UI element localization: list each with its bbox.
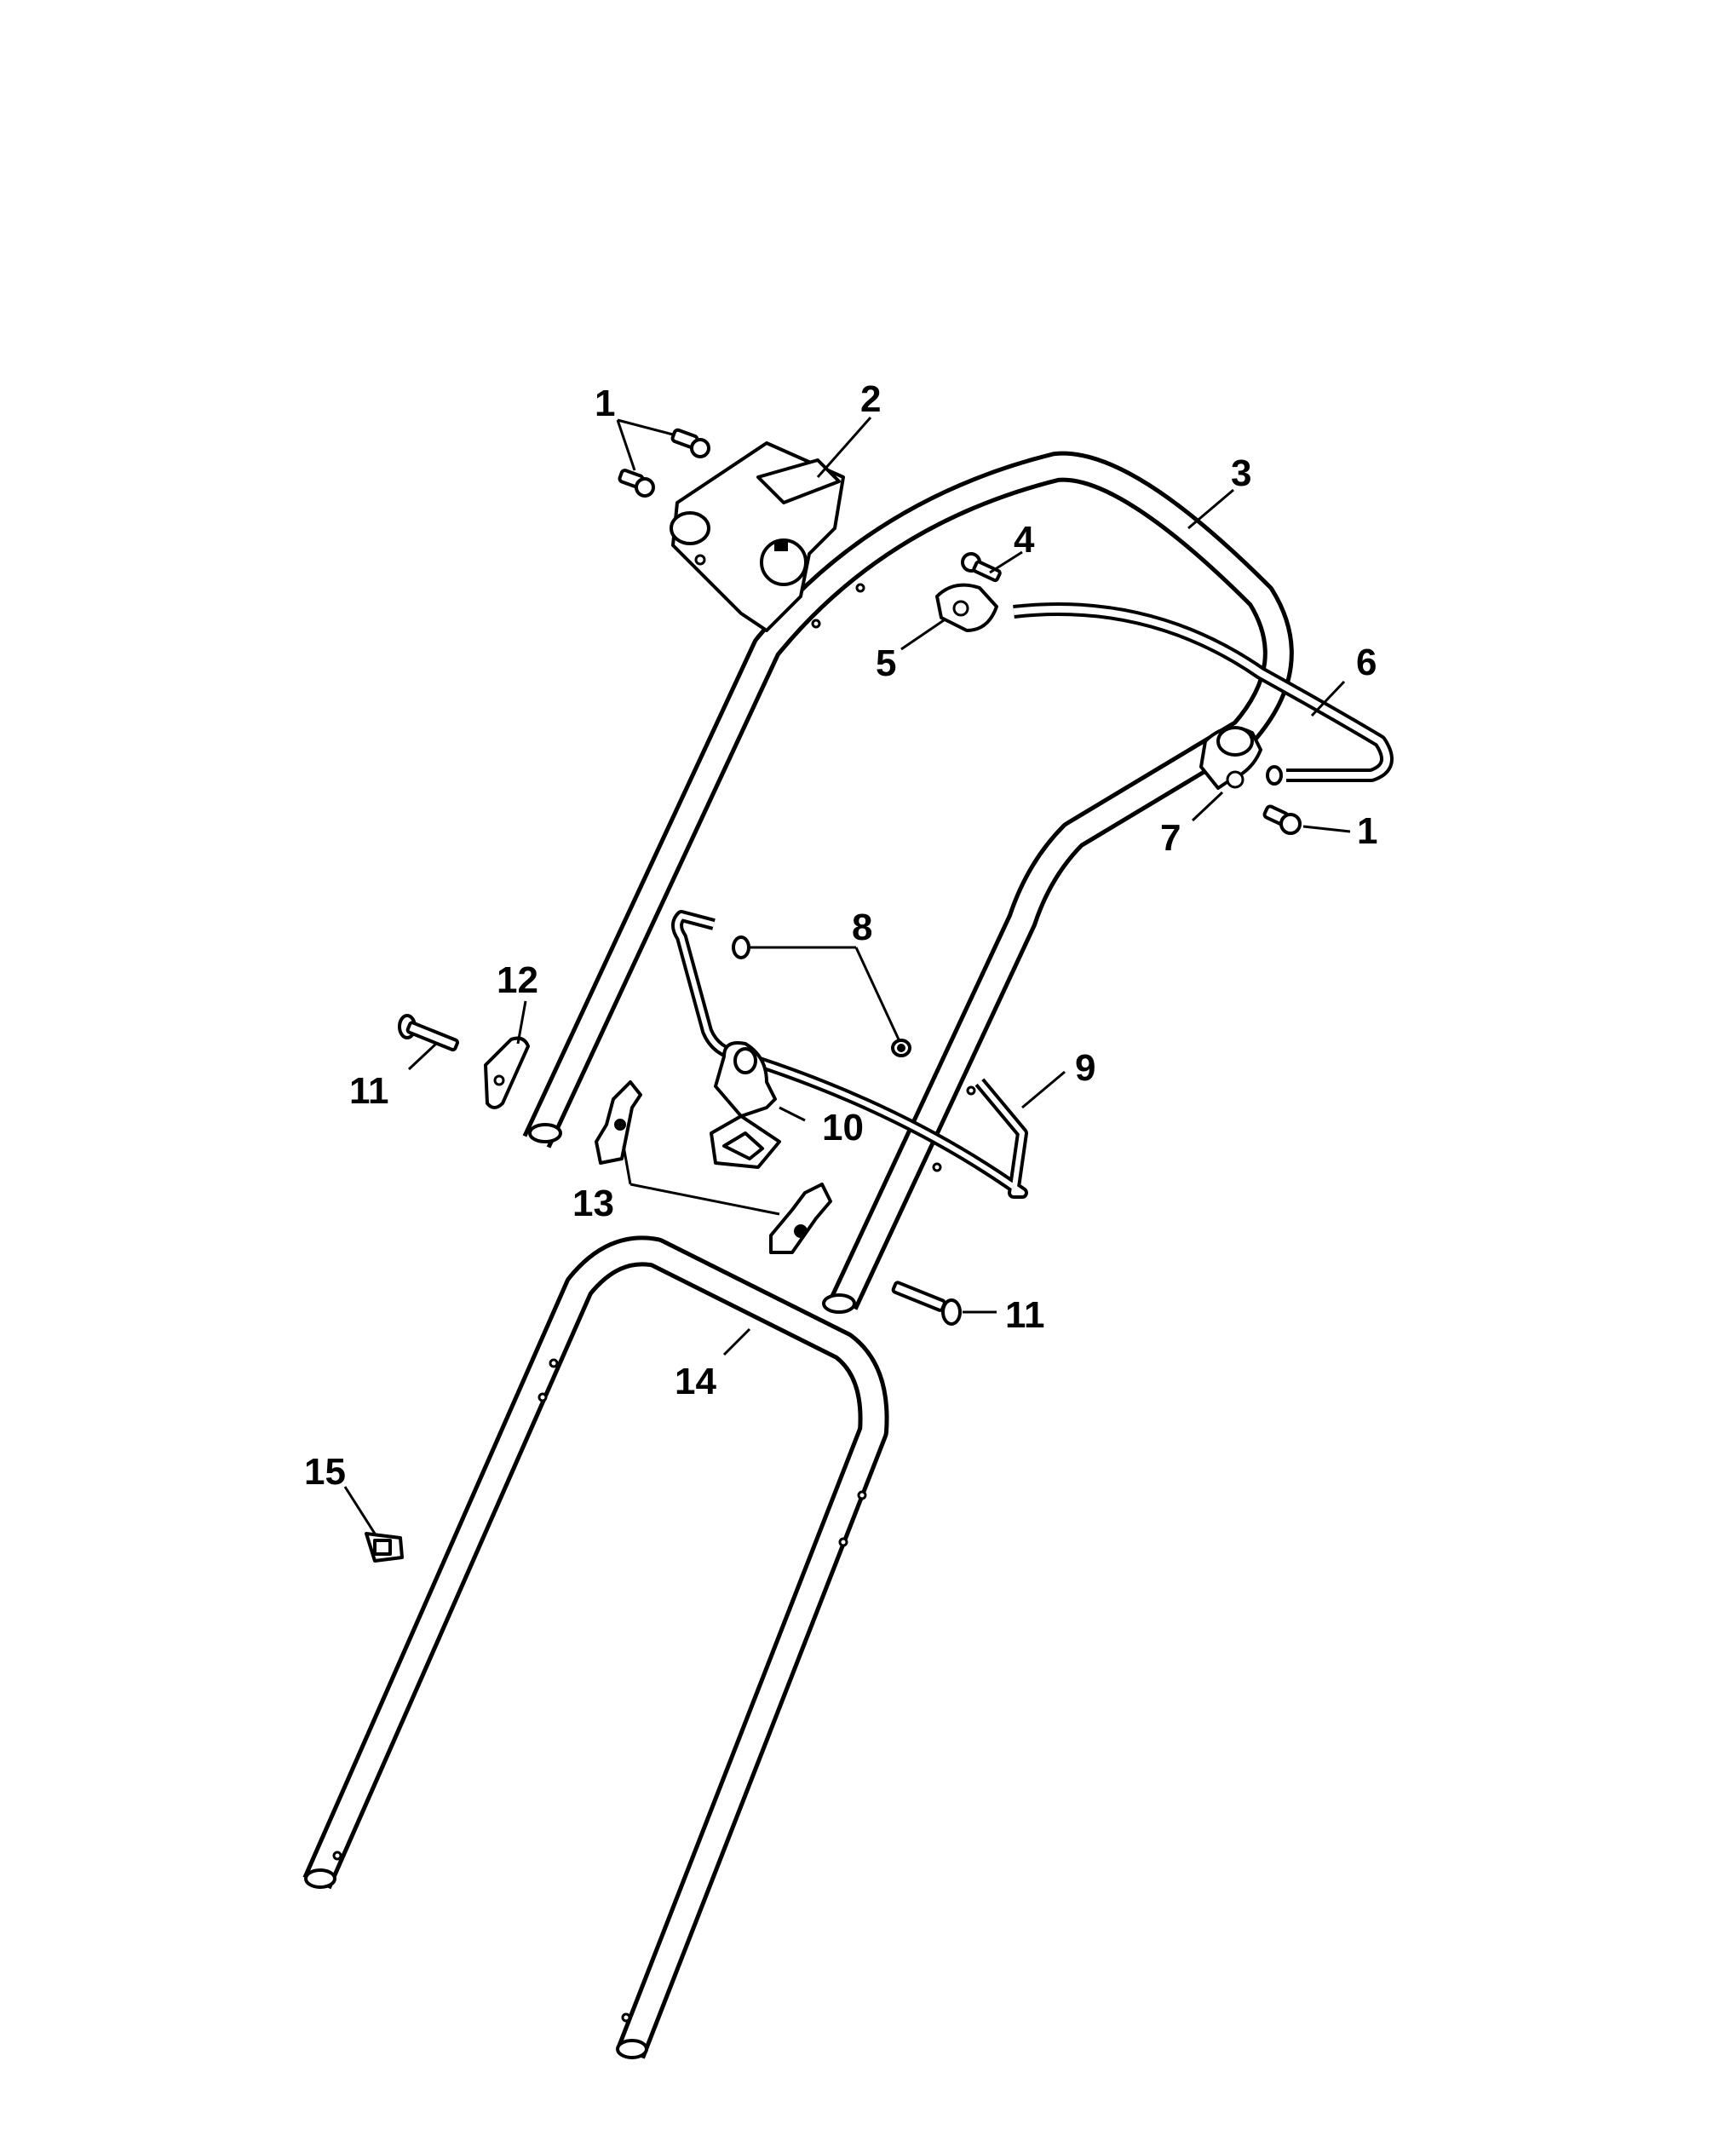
callout-labels: 1 2 3 4 5 6 7 1 8 9 10 11 12 13 11 14 15: [304, 378, 1377, 1493]
callout-5: 5: [876, 642, 896, 684]
callout-1-right: 1: [1357, 810, 1377, 852]
callout-2: 2: [860, 378, 881, 420]
washer-8: [891, 1039, 911, 1057]
callout-11-right: 11: [1005, 1294, 1045, 1336]
clip-15: [365, 1532, 404, 1563]
bolt-11b: [891, 1281, 962, 1326]
o-ring-8: [732, 935, 750, 959]
callout-6: 6: [1356, 642, 1377, 683]
callout-4: 4: [1014, 519, 1035, 561]
callout-11-left: 11: [349, 1070, 389, 1112]
callout-15: 15: [304, 1451, 346, 1493]
upper-handle-tube: [522, 451, 1294, 1314]
callout-3: 3: [1231, 452, 1251, 494]
cable-guide-10: [710, 1041, 781, 1169]
callout-1-top: 1: [595, 383, 615, 424]
clip-12: [484, 1036, 530, 1109]
screw-1c: [1262, 804, 1302, 835]
control-housing: [670, 441, 845, 632]
lower-handle-tube: [302, 1235, 889, 2059]
knob-13b: [769, 1183, 832, 1254]
screw-1b: [618, 469, 655, 498]
callout-10: 10: [822, 1107, 864, 1148]
screw-4: [961, 552, 1002, 583]
callout-9: 9: [1075, 1047, 1095, 1089]
control-cable-6: [1013, 602, 1394, 786]
knob-13a: [595, 1080, 642, 1165]
screw-1a: [670, 428, 710, 458]
callout-12: 12: [497, 959, 538, 1001]
callout-14: 14: [675, 1361, 716, 1402]
leader-lines: [343, 417, 1351, 1534]
cable-clamp-5: [935, 583, 998, 632]
callout-8: 8: [852, 907, 872, 948]
bolt-11a: [398, 1014, 459, 1052]
callout-13: 13: [572, 1183, 614, 1224]
cable-clamp-7: [1199, 726, 1262, 790]
callout-7: 7: [1160, 817, 1181, 859]
